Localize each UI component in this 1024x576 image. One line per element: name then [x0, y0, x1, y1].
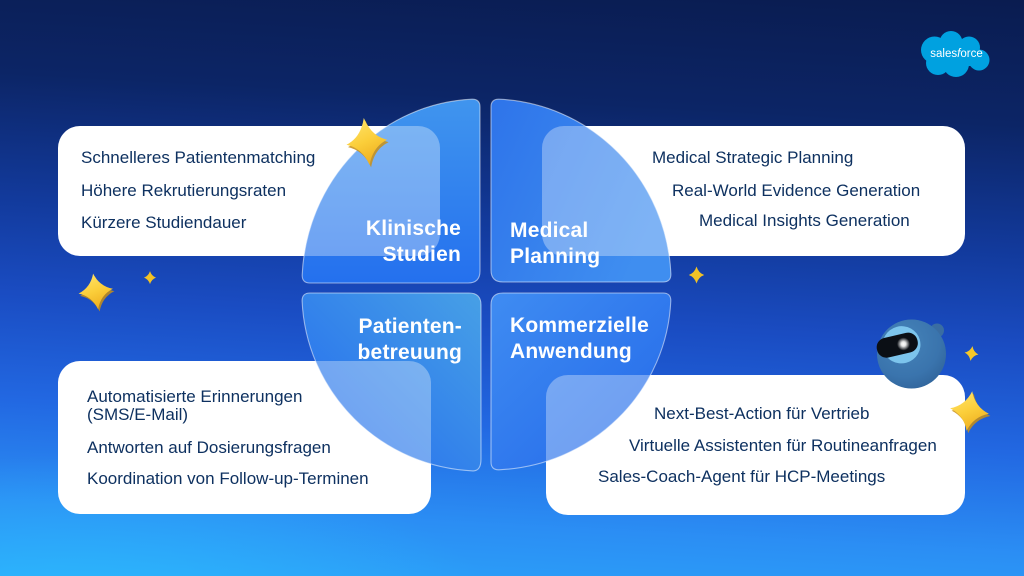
- svg-text:salesforce: salesforce: [930, 48, 982, 60]
